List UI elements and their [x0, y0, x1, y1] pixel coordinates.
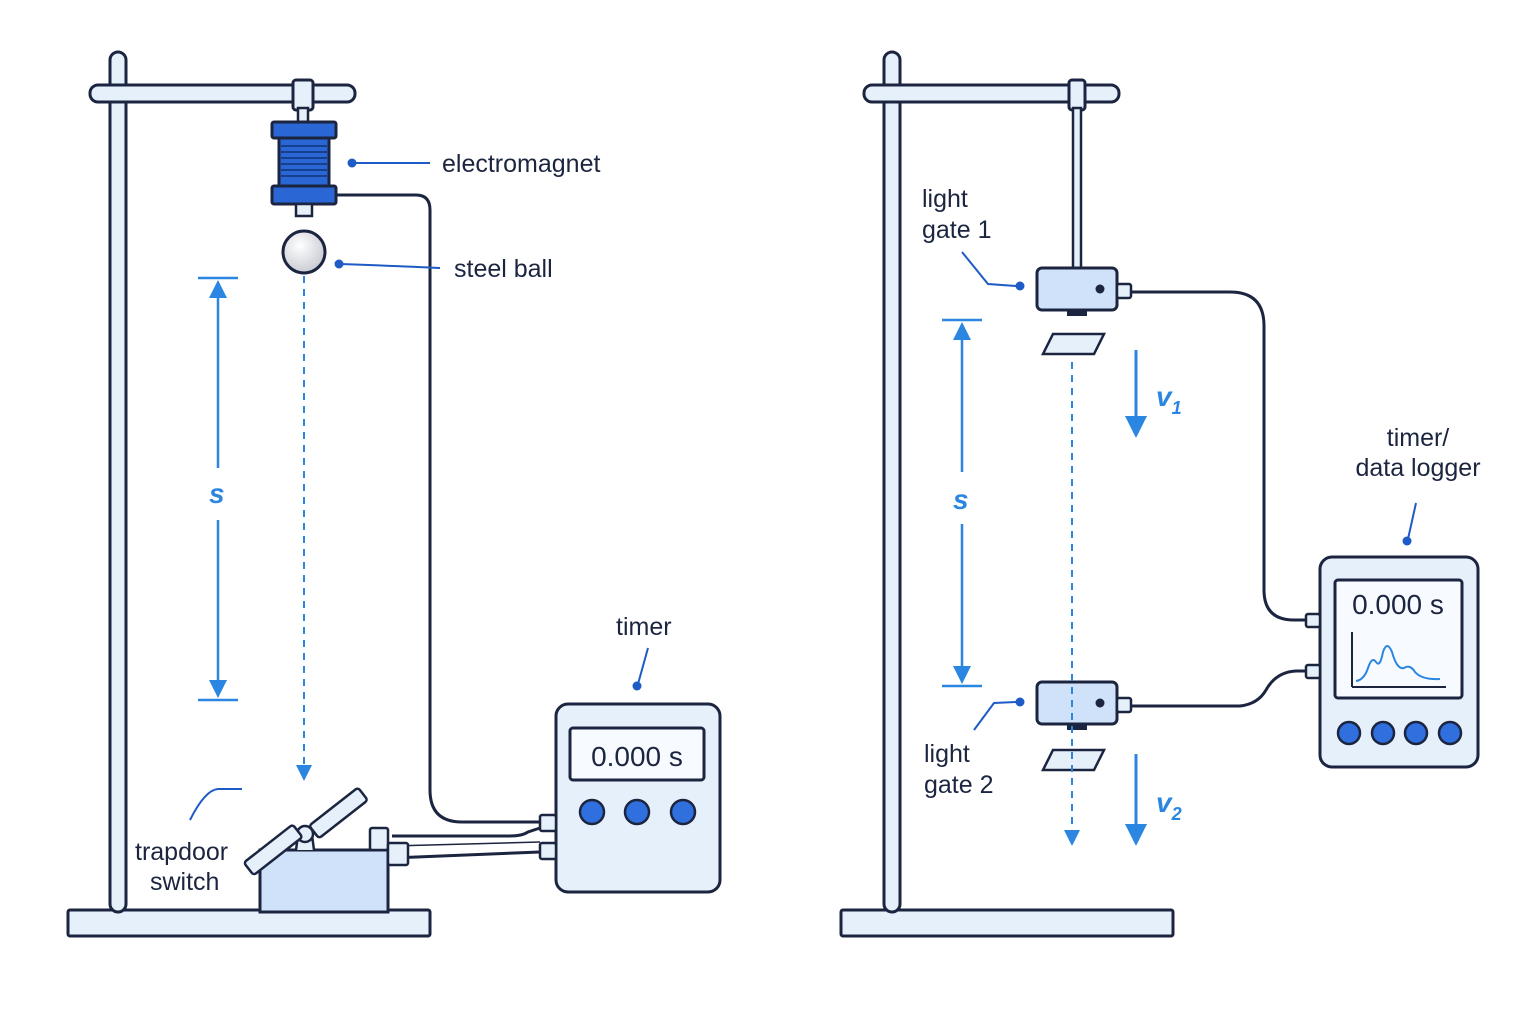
timer-button-3[interactable]: [669, 798, 697, 826]
v1-label: v1: [1156, 381, 1182, 418]
v1-arrow: [1125, 350, 1147, 438]
left-stand-arm: [88, 83, 357, 104]
timer: 0.000 s: [538, 702, 722, 894]
trapdoor-label-line2: switch: [150, 868, 219, 896]
logger-label-line1: timer/: [1387, 424, 1450, 452]
timer-button-2[interactable]: [623, 798, 651, 826]
left-distance-label: s: [209, 478, 225, 509]
right-stand-arm: [862, 83, 1121, 104]
logger-button-3[interactable]: [1403, 720, 1429, 746]
right-apparatus: v1 v2 s 0.000 s: [839, 50, 1481, 938]
logger-display-reading: 0.000 s: [1352, 589, 1444, 620]
logger-button-4[interactable]: [1437, 720, 1463, 746]
timer-display-reading: 0.000 s: [591, 741, 683, 772]
logger-label-line2: data logger: [1355, 454, 1480, 482]
timer-label: timer: [616, 613, 672, 641]
logger-button-2[interactable]: [1370, 720, 1396, 746]
steel-ball-label: steel ball: [454, 255, 553, 283]
trapdoor-label-line1: trapdoor: [135, 838, 228, 866]
gate1-label-line2: gate 1: [922, 216, 992, 244]
electromagnet: [270, 120, 338, 218]
left-stand-base: [66, 908, 432, 938]
light-gate-1: [1035, 266, 1133, 356]
timer-button-1[interactable]: [578, 798, 606, 826]
logger-graph: [1351, 632, 1446, 688]
light-gate-2: [1035, 680, 1133, 772]
v2-arrow: [1125, 754, 1147, 846]
electromagnet-label: electromagnet: [442, 150, 600, 178]
gate-support-rod: [1071, 106, 1083, 272]
right-distance-arrow: [942, 318, 982, 688]
right-stand-base: [839, 908, 1175, 938]
gate2-label-line2: gate 2: [924, 771, 994, 799]
right-distance-label: s: [953, 484, 969, 515]
v2-label: v2: [1156, 787, 1182, 824]
logger-button-1[interactable]: [1336, 720, 1362, 746]
gate1-wire: [1131, 290, 1306, 622]
left-wire-magnet: [336, 193, 540, 824]
left-clamp: [291, 78, 315, 112]
steel-ball: [281, 229, 327, 275]
right-stand-rod: [882, 50, 902, 914]
trapdoor-switch: [243, 787, 410, 914]
left-apparatus: s 0.000 s: [66, 50, 722, 938]
left-stand-rod: [108, 50, 128, 914]
data-logger: 0.000 s: [1304, 555, 1480, 769]
gate2-label-line1: light: [924, 740, 970, 768]
gate1-label-line1: light: [922, 185, 968, 213]
gate2-wire: [1131, 669, 1306, 708]
left-distance-arrow: [198, 276, 238, 702]
